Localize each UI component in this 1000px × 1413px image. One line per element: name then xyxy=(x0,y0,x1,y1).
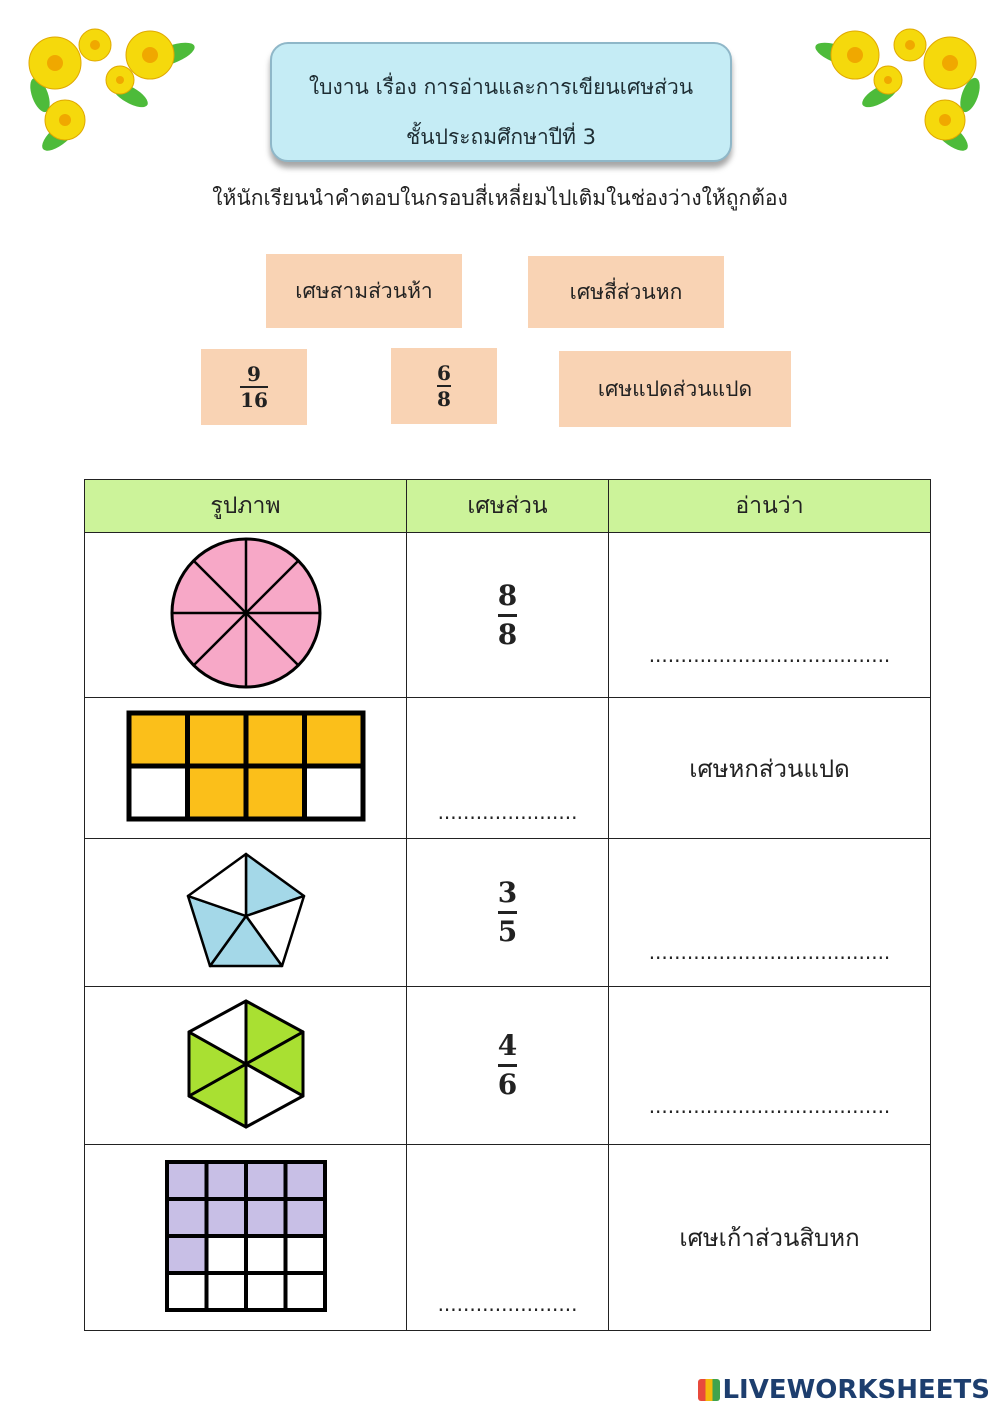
table-row: ...................... เศษเก้าส่วนสิบหก xyxy=(84,1144,931,1331)
fraction: 6 8 xyxy=(437,361,451,411)
picture-cell xyxy=(84,697,407,839)
header-fraction: เศษส่วน xyxy=(406,479,609,533)
fraction-bar xyxy=(497,911,518,914)
fraction-cell: 8 8 xyxy=(406,532,609,698)
square-grid-shape xyxy=(164,1159,327,1312)
fraction-cell: 4 6 xyxy=(406,986,609,1145)
flower-decoration-right xyxy=(815,28,980,151)
liveworksheets-logo-icon xyxy=(698,1379,721,1401)
fraction-bar xyxy=(437,385,451,387)
title-box: ใบงาน เรื่อง การอ่านและการเขียนเศษส่วน ช… xyxy=(270,42,732,162)
picture-cell xyxy=(84,532,407,698)
fraction-numerator: 6 xyxy=(437,361,451,385)
table-row: ...................... เศษหกส่วนแปด xyxy=(84,697,931,839)
fraction: 8 8 xyxy=(497,578,518,653)
fraction-cell: 3 5 xyxy=(406,838,609,987)
table-row: 4 6 ....................................… xyxy=(84,986,931,1145)
fraction-numerator: 3 xyxy=(497,876,518,909)
title-line-2: ชั้นประถมศึกษาปีที่ 3 xyxy=(406,125,596,149)
answer-blank[interactable]: ...................................... xyxy=(648,643,891,667)
answer-chip-word1[interactable]: เศษสามส่วนห้า xyxy=(266,254,462,328)
pentagon-shape xyxy=(186,852,305,967)
fraction-cell[interactable]: ...................... xyxy=(406,697,609,839)
fraction: 4 6 xyxy=(497,1028,518,1103)
picture-cell xyxy=(84,986,407,1145)
picture-cell xyxy=(84,1144,407,1331)
reading-cell[interactable]: ...................................... xyxy=(608,838,931,987)
brand-text: LIVEWORKSHEETS xyxy=(722,1375,990,1405)
answer-blank[interactable]: ...................... xyxy=(437,800,578,824)
liveworksheets-logo: LIVEWORKSHEETS xyxy=(698,1375,990,1405)
answer-chip-word2[interactable]: เศษสี่ส่วนหก xyxy=(528,256,724,328)
fraction-numerator: 9 xyxy=(247,362,261,386)
table-row: 8 8 ....................................… xyxy=(84,532,931,698)
reading-cell: เศษเก้าส่วนสิบหก xyxy=(608,1144,931,1331)
answer-chip-frac2[interactable]: 6 8 xyxy=(391,348,497,424)
fraction-numerator: 8 xyxy=(497,578,518,612)
fraction-denominator: 6 xyxy=(497,1068,518,1101)
fraction-denominator: 8 xyxy=(437,387,451,411)
fraction-bar xyxy=(497,613,518,617)
fraction-denominator: 16 xyxy=(240,388,268,412)
answer-chip-label: เศษแปดส่วนแปด xyxy=(597,376,753,401)
table-header-row: รูปภาพ เศษส่วน อ่านว่า xyxy=(84,479,931,533)
table-row: 3 5 ....................................… xyxy=(84,838,931,987)
fraction-numerator: 4 xyxy=(497,1029,518,1062)
reading-text: เศษหกส่วนแปด xyxy=(689,754,850,783)
fraction: 3 5 xyxy=(497,875,518,950)
hexagon-shape xyxy=(187,999,304,1128)
answer-blank[interactable]: ...................................... xyxy=(648,1094,891,1118)
instruction-text: ให้นักเรียนนำคำตอบในกรอบสี่เหลี่ยมไปเติม… xyxy=(212,186,788,210)
reading-cell: เศษหกส่วนแปด xyxy=(608,697,931,839)
picture-cell xyxy=(84,838,407,987)
flower-decoration-left xyxy=(28,28,195,151)
fraction: 9 16 xyxy=(240,362,268,412)
worksheet-table: รูปภาพ เศษส่วน อ่านว่า 8 8 xyxy=(84,479,931,1331)
answer-blank[interactable]: ...................... xyxy=(437,1292,578,1316)
answer-chip-frac1[interactable]: 9 16 xyxy=(201,349,307,425)
title-line-1: ใบงาน เรื่อง การอ่านและการเขียนเศษส่วน xyxy=(308,75,694,99)
fraction-denominator: 5 xyxy=(497,915,518,948)
circle-shape xyxy=(170,537,321,689)
fraction-bar xyxy=(240,386,268,388)
answer-chip-label: เศษสามส่วนห้า xyxy=(295,278,433,303)
answer-chip-word3[interactable]: เศษแปดส่วนแปด xyxy=(559,351,791,427)
rectangle-grid-shape xyxy=(126,710,365,822)
reading-cell[interactable]: ...................................... xyxy=(608,532,931,698)
header-picture: รูปภาพ xyxy=(84,479,407,533)
fraction-bar xyxy=(497,1064,518,1067)
reading-text: เศษเก้าส่วนสิบหก xyxy=(679,1224,860,1252)
header-reading: อ่านว่า xyxy=(608,479,931,533)
fraction-cell[interactable]: ...................... xyxy=(406,1144,609,1331)
answer-chip-label: เศษสี่ส่วนหก xyxy=(569,279,683,304)
reading-cell[interactable]: ...................................... xyxy=(608,986,931,1145)
answer-blank[interactable]: ...................................... xyxy=(648,940,891,964)
fraction-denominator: 8 xyxy=(497,617,518,651)
